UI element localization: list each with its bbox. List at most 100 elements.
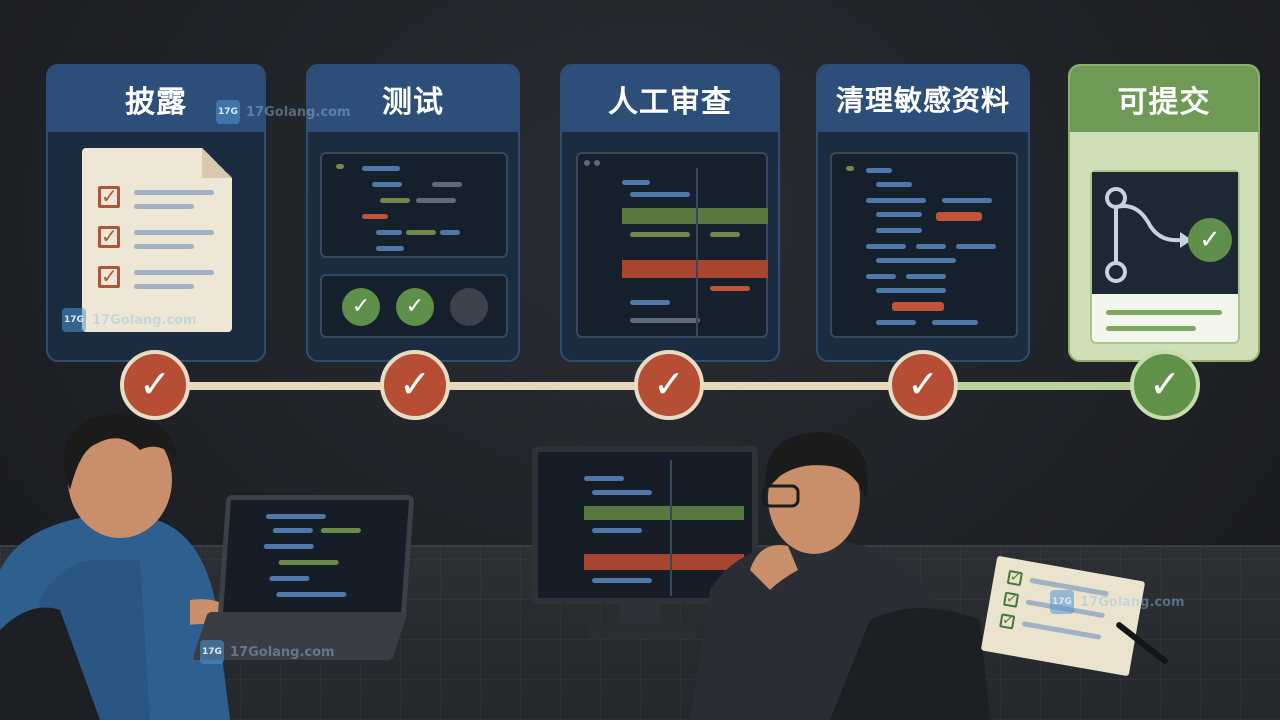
watermark: 17G 17Golang.com [216,100,351,124]
stage-title-ready: 可提交 [1070,66,1258,132]
code-line [876,288,946,293]
code-panel [320,152,508,258]
stage-node-disclose-check-icon: ✓ [120,350,190,420]
code-line [592,528,642,533]
doc-line [134,190,214,195]
diff-line [622,180,650,185]
code-line [380,198,410,203]
code-line [406,230,436,235]
test-passed-icon: ✓ [342,288,380,326]
code-line [265,514,327,519]
code-line [906,274,946,279]
watermark-logo-icon: 17G [216,100,240,124]
stage-card-scrub: 清理敏感资料 [816,64,1030,362]
code-line [269,576,310,581]
checkbox-checked-icon: ✓ [1002,590,1020,608]
code-line [876,258,956,263]
checklist-document-icon: ✓ ✓ ✓ [82,148,232,332]
code-line [956,244,996,249]
code-line [592,490,652,495]
code-line [866,274,896,279]
diff-line [630,300,670,305]
code-line [932,320,978,325]
diff-removed-line [584,554,744,570]
watermark-logo-icon: 17G [62,308,86,332]
code-line [263,544,314,549]
stage-card-test: 测试 ✓ ✓ [306,64,520,362]
document-fold [202,148,232,178]
code-line [876,320,916,325]
stage-node-test-check-icon: ✓ [380,350,450,420]
progress-track-ready [922,382,1166,390]
developer-right-illustration [690,432,990,720]
checkbox-checked-icon: ✓ [98,226,120,248]
code-line [362,214,388,219]
redacted-secret [892,302,944,311]
test-passed-icon: ✓ [396,288,434,326]
test-pending-icon [450,288,488,326]
checkbox-checked-icon: ✓ [1006,569,1023,587]
stage-title-scrub: 清理敏感资料 [818,66,1028,132]
redacted-secret [936,212,982,221]
checkbox-checked-icon: ✓ [98,186,120,208]
git-branch-icon: ✓ [1092,172,1238,294]
watermark-text: 17Golang.com [230,644,335,660]
doc-line [134,230,214,235]
window-dot [584,160,590,166]
code-line [584,476,624,481]
code-line [942,198,992,203]
diff-added-line [584,506,744,520]
code-line [432,182,462,187]
stage-card-review: 人工审查 [560,64,780,362]
doc-line [134,204,194,209]
code-line [272,528,314,533]
diff-line [710,232,740,237]
diff-added-line [622,208,768,224]
code-line [276,592,347,597]
checkbox-checked-icon: ✓ [999,612,1016,630]
code-line [376,230,402,235]
developer-left-illustration [0,413,326,720]
code-line [362,166,400,171]
commit-panel: ✓ [1090,170,1240,344]
watermark-text: 17Golang.com [1080,594,1185,610]
commit-line [1106,326,1196,331]
doc-line [134,284,194,289]
code-line [278,560,339,565]
watermark-logo-icon: 17G [1050,590,1074,614]
diff-line [710,286,750,291]
watermark: 17G 17Golang.com [200,640,335,664]
code-line [416,198,456,203]
commit-line [1106,310,1222,315]
scrub-code-panel [830,152,1018,338]
watermark-text: 17Golang.com [92,312,197,328]
checkbox-checked-icon: ✓ [98,266,120,288]
code-line [876,228,922,233]
code-line [866,244,906,249]
monitor-foot [588,623,696,639]
code-line [916,244,946,249]
diff-line [630,232,690,237]
code-line [372,182,402,187]
code-line [846,166,854,171]
code-line [876,212,922,217]
diff-divider [696,168,698,336]
code-line [866,168,892,173]
stage-node-review-check-icon: ✓ [634,350,704,420]
code-line [336,164,344,169]
watermark-logo-icon: 17G [200,640,224,664]
code-line [320,528,362,533]
code-line [440,230,460,235]
watermark: 17G 17Golang.com [62,308,197,332]
code-line [876,182,912,187]
laptop-screen [217,495,415,619]
doc-line [134,244,194,249]
code-line [592,578,652,583]
diff-line [630,318,700,323]
diff-removed-line [622,260,768,278]
stage-title-review: 人工审查 [562,66,778,132]
stage-node-ready-check-icon: ✓ [1130,350,1200,420]
stage-node-scrub-check-icon: ✓ [888,350,958,420]
window-dot [594,160,600,166]
commit-ready-icon: ✓ [1188,218,1232,262]
